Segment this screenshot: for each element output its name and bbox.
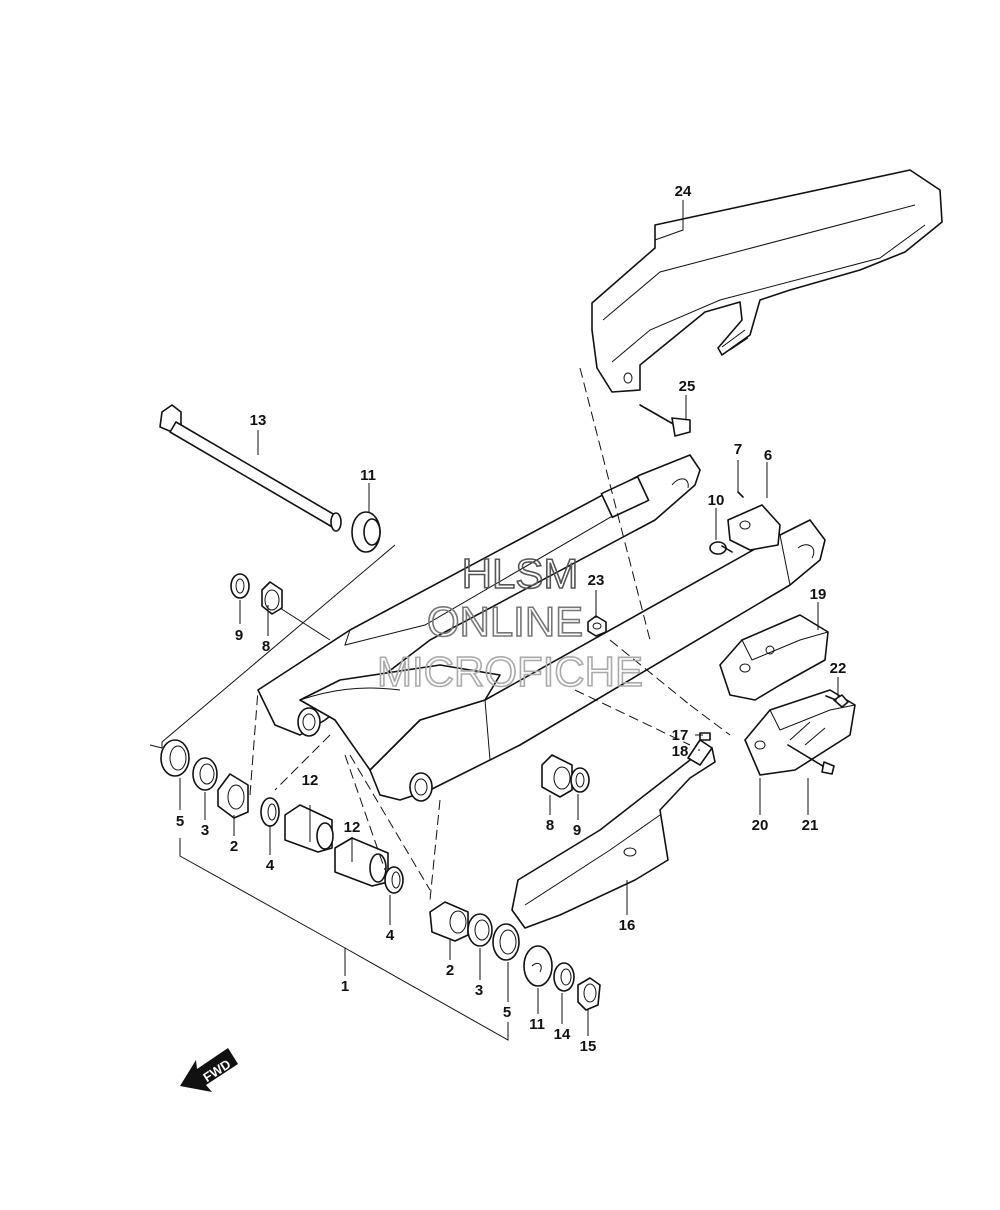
callout-12-a[interactable]: 12 — [302, 772, 319, 789]
bolt-21 — [787, 744, 835, 775]
leader-lines — [149, 200, 839, 1041]
right-bearing-stack — [429, 901, 601, 1011]
callout-17[interactable]: 17 — [672, 727, 689, 744]
callout-13[interactable]: 13 — [250, 412, 267, 429]
callout-20[interactable]: 20 — [752, 817, 769, 834]
washer-11-upper — [351, 511, 381, 553]
chain-guard — [591, 169, 943, 393]
callout-15[interactable]: 15 — [580, 1038, 597, 1055]
callout-14[interactable]: 14 — [554, 1026, 571, 1043]
callout-11-lower[interactable]: 11 — [529, 1016, 545, 1033]
callout-16[interactable]: 16 — [619, 917, 636, 934]
left-bearing-stack — [160, 739, 249, 819]
nut-23 — [587, 615, 607, 637]
callout-5-left[interactable]: 5 — [176, 813, 184, 830]
chain-guide-upper — [719, 614, 829, 701]
chain-slider — [511, 739, 716, 929]
bracket-6 — [727, 491, 781, 551]
callout-18[interactable]: 18 — [672, 743, 689, 760]
collars-4-12 — [260, 797, 404, 894]
callout-7[interactable]: 7 — [734, 441, 742, 458]
callout-9-right[interactable]: 9 — [573, 822, 581, 839]
swingarm — [257, 454, 826, 802]
fwd-arrow-icon: FWD — [180, 1048, 238, 1092]
bolt-22 — [825, 694, 849, 708]
watermark: HLSM ONLINE MICROFICHE — [376, 549, 644, 696]
callout-8-right[interactable]: 8 — [546, 817, 554, 834]
callout-4-right[interactable]: 4 — [386, 927, 395, 944]
callout-24[interactable]: 24 — [675, 183, 692, 200]
callout-11-upper[interactable]: 11 — [360, 467, 376, 484]
callout-12-b[interactable]: 12 — [344, 819, 361, 836]
callout-21[interactable]: 21 — [802, 817, 819, 834]
callout-9-upper[interactable]: 9 — [235, 627, 243, 644]
callout-4-left[interactable]: 4 — [266, 857, 275, 874]
bolt-10 — [709, 541, 733, 555]
callout-10[interactable]: 10 — [708, 492, 725, 509]
callout-25[interactable]: 25 — [679, 378, 696, 395]
callout-22[interactable]: 22 — [830, 660, 847, 677]
callout-2-left[interactable]: 2 — [230, 838, 238, 855]
callout-19[interactable]: 19 — [810, 586, 827, 603]
part-callouts: 24 25 13 11 7 6 10 23 9 8 19 22 17 18 5 … — [176, 183, 847, 1055]
callout-3-left[interactable]: 3 — [201, 822, 209, 839]
callout-5-right[interactable]: 5 — [503, 1004, 511, 1021]
bushing-right — [541, 754, 590, 798]
watermark-line-3: MICROFICHE — [377, 648, 643, 695]
bolt-25 — [639, 404, 691, 437]
watermark-line-1: HLSM — [462, 550, 579, 597]
callout-8-upper[interactable]: 8 — [262, 638, 270, 655]
pivot-shaft — [159, 404, 342, 532]
callout-6[interactable]: 6 — [764, 447, 772, 464]
callout-2-right[interactable]: 2 — [446, 962, 454, 979]
chain-guide-lower — [744, 689, 856, 776]
alignment-lines — [249, 367, 731, 901]
callout-23[interactable]: 23 — [588, 572, 605, 589]
bushing-upper — [230, 573, 283, 615]
callout-1[interactable]: 1 — [341, 978, 349, 995]
callout-3-right[interactable]: 3 — [475, 982, 483, 999]
watermark-line-2: ONLINE — [427, 598, 583, 645]
